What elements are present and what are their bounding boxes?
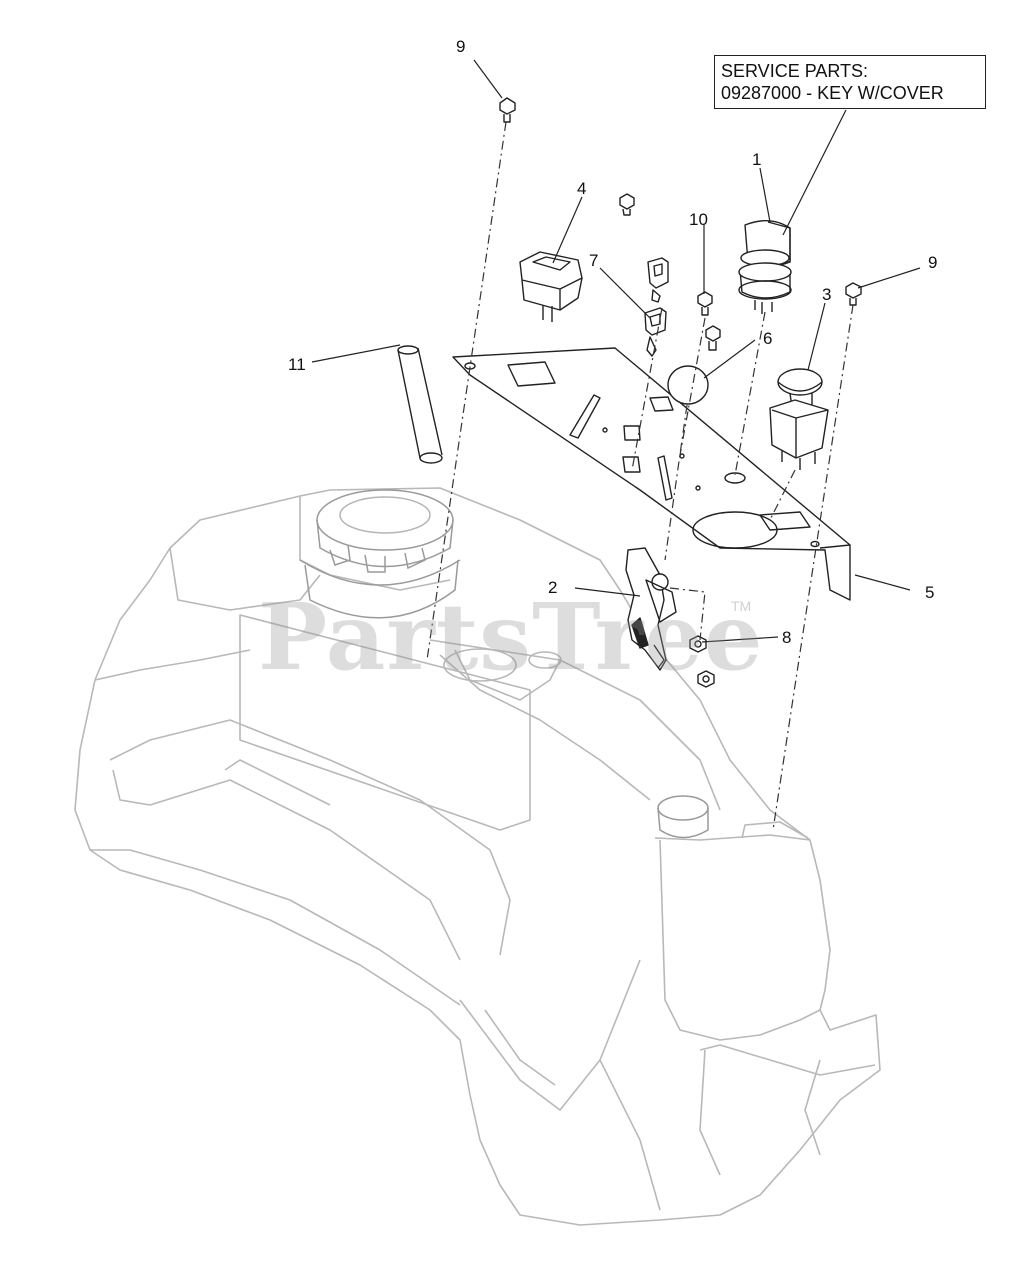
assembly-lines [426,121,854,831]
callout-6: 6 [763,329,773,348]
relay-7 [644,257,669,357]
watermark-trademark: TM [731,598,752,614]
callout-8: 8 [782,628,792,647]
callout-9-left: 9 [456,37,466,56]
tank-vent-cap [657,795,709,839]
callout-9-right: 9 [928,253,938,272]
knob-6 [667,365,709,405]
hardware-parts [397,97,862,688]
callout-2: 2 [548,578,558,597]
callout-7: 7 [589,251,599,270]
screw-9-right [845,282,862,306]
partstree-watermark: PartsTree [258,583,764,691]
service-parts-key-cover: 09287000 - KEY W/COVER [721,83,944,103]
rocker-switch [519,251,583,322]
fuel-tank [74,487,881,1226]
service-parts-note: SERVICE PARTS: 09287000 - KEY W/COVER [714,55,986,109]
callout-4: 4 [577,179,587,198]
callout-1: 1 [752,150,762,169]
pto-switch [769,368,829,470]
fuel-cap [299,489,461,619]
service-parts-title: SERVICE PARTS: [721,61,869,81]
callout-11: 11 [288,355,306,374]
callout-3: 3 [822,285,832,304]
callout-10: 10 [689,210,708,229]
callout-5: 5 [925,583,935,602]
key-switch [738,220,792,314]
mechanism-2 [625,547,677,671]
leader-lines [311,59,921,643]
tube-11 [397,345,443,464]
screw-9-left [499,97,516,123]
nut-8 [689,635,715,688]
